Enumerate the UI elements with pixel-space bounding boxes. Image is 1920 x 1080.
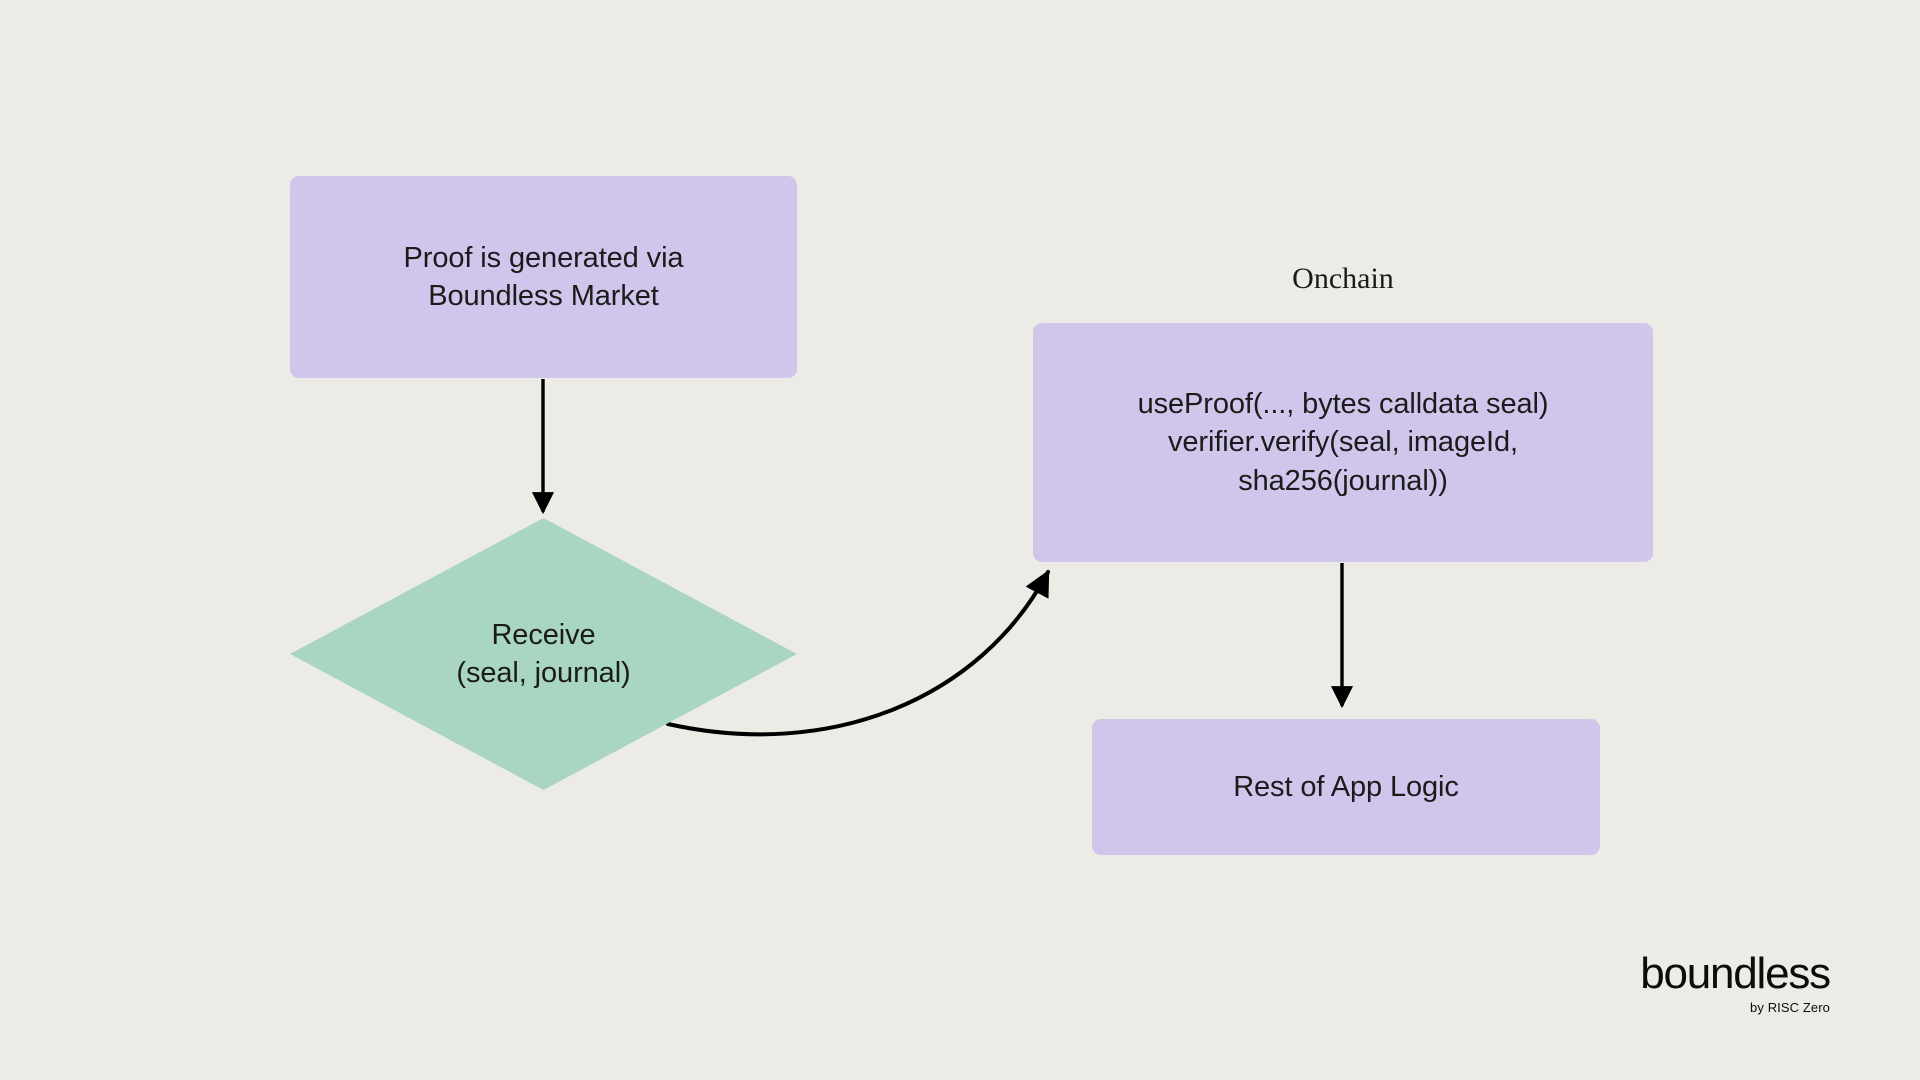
- node-proof-generated-label: Proof is generated via Boundless Market: [403, 241, 684, 312]
- node-rest-app-logic[interactable]: Rest of App Logic: [1092, 719, 1600, 855]
- node-receive[interactable]: Receive (seal, journal): [290, 518, 797, 790]
- brand-logo: boundless by RISC Zero: [1600, 949, 1831, 1015]
- brand-wordmark: boundless: [1640, 949, 1831, 998]
- group-label-onchain: Onchain: [1292, 262, 1394, 295]
- node-proof-generated[interactable]: Proof is generated via Boundless Market: [290, 176, 797, 378]
- node-receive-label: Receive (seal, journal): [456, 618, 631, 689]
- brand-tagline: by RISC Zero: [1750, 1000, 1830, 1015]
- node-use-proof[interactable]: useProof(..., bytes calldata seal) verif…: [1033, 323, 1653, 562]
- node-rest-app-logic-label: Rest of App Logic: [1233, 770, 1459, 803]
- node-use-proof-label: useProof(..., bytes calldata seal) verif…: [1137, 388, 1549, 497]
